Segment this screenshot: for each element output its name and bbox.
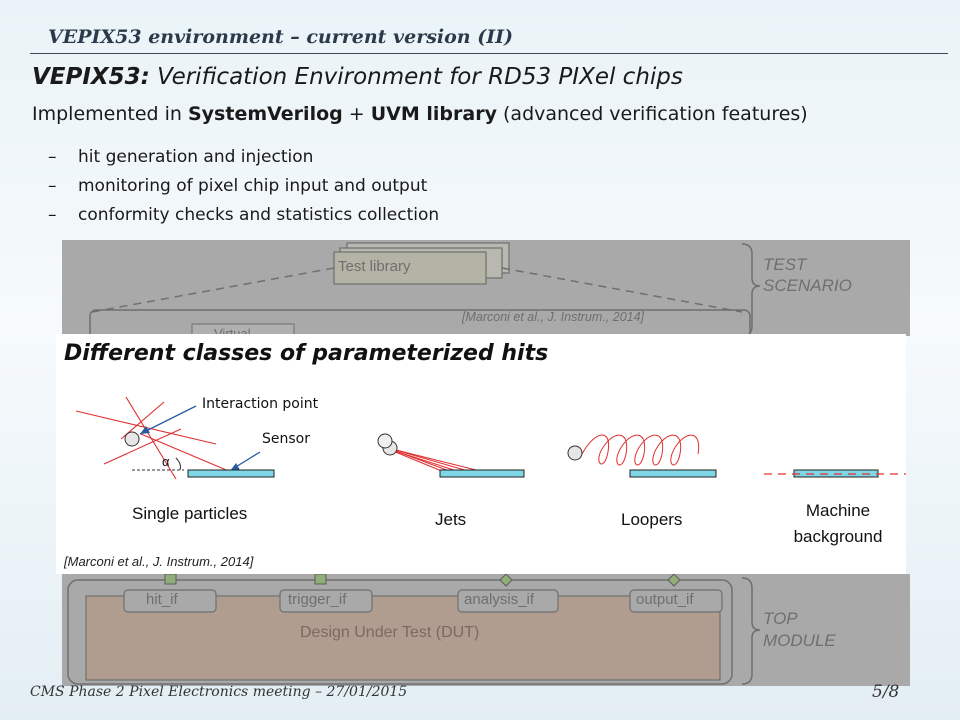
scenario-line-1: TEST xyxy=(763,255,807,274)
sub-heading: Implemented in SystemVerilog + UVM libra… xyxy=(32,103,808,125)
hit-if-box xyxy=(123,589,217,613)
trigger-if-box xyxy=(279,589,373,613)
sub-mid: + xyxy=(342,103,371,125)
sensor-single xyxy=(187,469,275,478)
output-if-label: output_if xyxy=(636,591,694,608)
loopers-label: Loopers xyxy=(621,510,683,529)
test-scenario-diagram: Test library TEST SCENARIO [Marconi et al… xyxy=(62,240,910,336)
slide-title: VEPIX53 environment – current version (I… xyxy=(48,26,513,48)
bullet-item: – monitoring of pixel chip input and outp… xyxy=(48,172,439,201)
sensor-jets xyxy=(439,469,525,478)
looper-track xyxy=(581,434,700,466)
hit-connector xyxy=(164,574,177,585)
alpha-label: α xyxy=(162,454,170,469)
trigger-connector xyxy=(314,574,327,585)
analysis-connector xyxy=(499,574,513,587)
hits-diagram-title: Different classes of parameterized hits xyxy=(64,341,549,366)
trigger-if-label: trigger_if xyxy=(288,591,347,608)
sub-post: (advanced verification features) xyxy=(496,103,808,125)
env-box-outline xyxy=(89,309,751,336)
test-library-stack xyxy=(333,242,510,285)
sensor-label: Sensor xyxy=(262,431,310,447)
bullet-item: – conformity checks and statistics collec… xyxy=(48,201,439,230)
jets-label: Jets xyxy=(435,510,467,529)
bullet-dash: – xyxy=(48,176,57,196)
sub-bold-2: UVM library xyxy=(370,103,497,125)
heading-bold: VEPIX53: xyxy=(32,64,150,90)
dashed-link-right xyxy=(501,267,743,313)
hits-svg xyxy=(75,396,906,480)
sub-bold-1: SystemVerilog xyxy=(187,103,343,125)
machine-background-label: Machine background xyxy=(768,498,908,550)
dut-label: Design Under Test (DUT) xyxy=(300,624,480,641)
interaction-arrowhead xyxy=(140,426,150,434)
top-module-outline xyxy=(67,579,733,685)
test-scenario-svg xyxy=(89,242,761,336)
hits-diagram: Interaction point Sensor α Single partic… xyxy=(56,334,906,574)
analysis-if-box xyxy=(457,589,559,613)
bullet-dash: – xyxy=(48,147,57,167)
test-library-label: Test library xyxy=(338,258,411,275)
angle-arc xyxy=(175,457,181,471)
output-if-box xyxy=(629,589,723,613)
main-heading: VEPIX53: Verification Environment for RD… xyxy=(32,64,683,90)
title-divider xyxy=(30,53,948,54)
bullet-dash: – xyxy=(48,205,57,225)
footer-meeting: CMS Phase 2 Pixel Electronics meeting – … xyxy=(30,684,408,700)
page-number: 5/8 xyxy=(872,682,900,702)
sub-pre: Implemented in xyxy=(32,103,188,125)
module-brace xyxy=(741,577,761,685)
scenario-brace xyxy=(741,243,761,336)
scenario-line-2: SCENARIO xyxy=(763,276,852,295)
bullet-text: conformity checks and statistics collect… xyxy=(78,205,440,225)
bullet-text: hit generation and injection xyxy=(78,147,314,167)
test-scenario-label: TEST SCENARIO xyxy=(763,254,852,296)
machine-bg-line-2: background xyxy=(793,527,883,546)
sensor-pointer xyxy=(233,451,261,469)
looper-vertex xyxy=(567,445,583,461)
top-module-line-1: TOP xyxy=(763,609,798,628)
sensor-loopers xyxy=(629,469,717,478)
bullet-item: – hit generation and injection xyxy=(48,143,439,172)
jet-rays xyxy=(391,448,477,473)
interaction-point-label: Interaction point xyxy=(202,396,319,412)
top-citation: [Marconi et al., J. Instrum., 2014] xyxy=(462,310,645,324)
machine-bg-line-1: Machine xyxy=(805,501,871,520)
single-particles-label: Single particles xyxy=(132,504,248,523)
heading-rest: Verification Environment for RD53 PIXel … xyxy=(149,64,683,90)
interaction-point-circle xyxy=(124,431,140,447)
virtual-label: Virtual xyxy=(214,326,251,336)
dashed-link-left xyxy=(91,267,335,313)
jet-vertex-2 xyxy=(377,433,393,449)
output-connector xyxy=(667,574,681,587)
hits-citation: [Marconi et al., J. Instrum., 2014] xyxy=(64,554,254,569)
top-module-label: TOP MODULE xyxy=(763,608,836,652)
top-module-diagram: hit_if trigger_if analysis_if output_if … xyxy=(62,574,910,686)
sensor-arrowhead xyxy=(230,463,240,471)
hit-if-label: hit_if xyxy=(146,591,178,608)
bullet-text: monitoring of pixel chip input and outpu… xyxy=(78,176,428,196)
top-module-line-2: MODULE xyxy=(763,631,836,650)
interaction-pointer xyxy=(139,405,197,435)
top-module-svg xyxy=(67,574,761,685)
analysis-if-label: analysis_if xyxy=(464,591,535,608)
bullet-list: – hit generation and injection – monitorin… xyxy=(48,143,439,230)
